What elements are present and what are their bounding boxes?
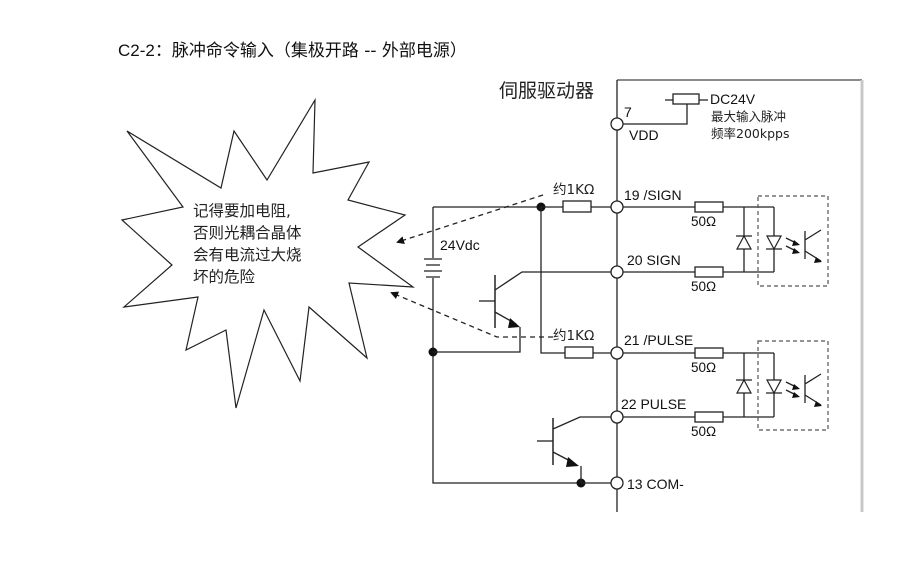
terminal-13[interactable] <box>610 476 624 490</box>
supply-negative-wire <box>432 278 581 484</box>
vdd-label: VDD <box>629 127 659 143</box>
pin-21-resistor-label: 50Ω <box>691 360 716 375</box>
resistor-50-pin20 <box>694 266 724 278</box>
warning-line-3: 会有电流过大烧 <box>193 246 302 264</box>
protection-diode-pulse-icon <box>735 378 753 394</box>
title-code: C2-2 <box>118 41 155 60</box>
pin-21-pulse: 21 /PULSE 50Ω <box>610 332 774 375</box>
protection-diode-sign-icon <box>735 234 753 250</box>
phototransistor-sign-icon <box>804 229 822 262</box>
pin-22-pulse: 22 PULSE 50Ω <box>610 396 774 439</box>
terminal-7-vdd[interactable] <box>610 117 624 131</box>
led-pulse-icon <box>765 379 783 395</box>
resistor-50-pin19 <box>694 201 724 213</box>
supply-24vdc-label: 24Vdc <box>440 237 480 253</box>
resistor-1k-bottom <box>564 346 594 359</box>
dc24v-source-symbol <box>672 93 700 105</box>
pin-20-label: 20 SIGN <box>627 252 681 268</box>
pin-13-com: 13 COM- <box>581 476 684 492</box>
pointer-arrow-bottom <box>390 291 553 338</box>
pointer-arrow-top <box>396 194 544 244</box>
optocoupler-sign <box>735 195 829 287</box>
phototransistor-pulse-icon <box>804 373 822 406</box>
resistor-1k-top-label: 约1KΩ <box>553 182 594 198</box>
dc24v-label: DC24V <box>710 91 756 107</box>
pin-13-label: 13 COM- <box>627 476 684 492</box>
title-text: 脉冲命令输入（集极开路 -- 外部电源） <box>171 41 467 61</box>
terminal-20[interactable] <box>610 265 624 279</box>
title-separator: ： <box>154 41 172 61</box>
servo-drive-enclosure: 伺服驱动器 <box>499 79 864 512</box>
pin-19-sign: 19 /SIGN 50Ω <box>610 187 774 229</box>
max-pulse-note-line2: 频率200kpps <box>711 126 789 141</box>
pin-19-label: 19 /SIGN <box>624 187 682 203</box>
terminal-19[interactable] <box>610 200 624 214</box>
transistor-pulse-icon <box>537 416 611 483</box>
pin-19-resistor-label: 50Ω <box>691 214 716 229</box>
vdd-wire <box>623 104 688 125</box>
resistor-50-pin22 <box>694 411 724 423</box>
optocoupler-sign-box <box>757 195 829 287</box>
pin-7-number: 7 <box>624 104 632 120</box>
warning-callout: 记得要加电阻, 否则光耦合晶体 会有电流过大烧 坏的危险 <box>120 97 416 409</box>
pin-20-sign: 20 SIGN 50Ω <box>610 252 774 294</box>
pin-22-resistor-label: 50Ω <box>691 424 716 439</box>
pin-20-resistor-label: 50Ω <box>691 279 716 294</box>
pin-21-label: 21 /PULSE <box>624 332 693 348</box>
led-sign-icon <box>765 235 783 251</box>
resistor-50-pin21 <box>694 347 724 359</box>
transistor-sign-icon <box>433 271 611 353</box>
pin-22-label: 22 PULSE <box>621 396 686 412</box>
warning-line-2: 否则光耦合晶体 <box>193 224 302 242</box>
resistor-1k-top <box>562 200 592 213</box>
diagram-title: C2-2：脉冲命令输入（集极开路 -- 外部电源） <box>118 36 467 61</box>
terminal-21[interactable] <box>610 346 624 360</box>
max-pulse-note-line1: 最大输入脉冲 <box>711 109 786 124</box>
warning-line-4: 坏的危险 <box>193 268 256 286</box>
battery-24vdc-icon <box>424 258 442 278</box>
resistor-1k-bottom-label: 约1KΩ <box>553 328 594 344</box>
vdd-section: 7 VDD DC24V 最大输入脉冲 频率200kpps <box>610 91 789 143</box>
terminal-22[interactable] <box>610 410 624 424</box>
optocoupler-pulse <box>735 340 829 431</box>
warning-line-1: 记得要加电阻, <box>193 202 291 220</box>
servo-drive-label: 伺服驱动器 <box>499 80 594 102</box>
starburst-shape <box>120 97 416 409</box>
external-supply: 24Vdc 约1KΩ 约1KΩ <box>424 182 611 488</box>
optocoupler-pulse-box <box>757 340 829 431</box>
